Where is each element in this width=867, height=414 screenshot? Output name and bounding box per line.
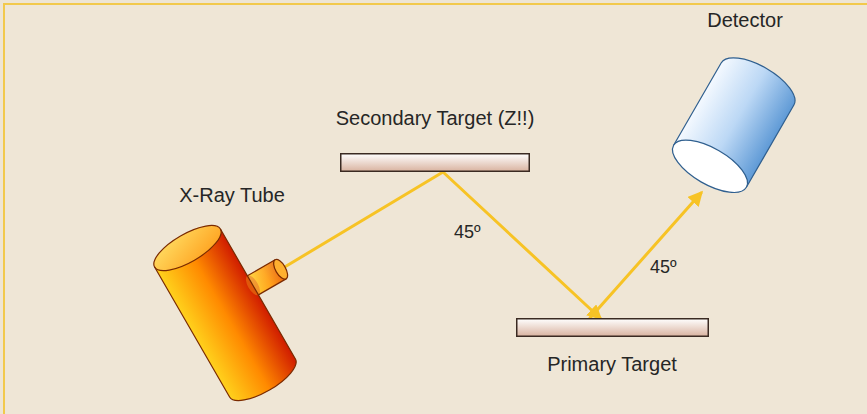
angle-label: 45º — [452, 221, 483, 243]
primary-target-shape — [516, 318, 709, 337]
x-ray-beam — [283, 172, 443, 268]
node-label: Secondary Target (Z!!) — [336, 106, 535, 130]
secondary-target-shape — [340, 153, 530, 172]
detector-shape — [640, 33, 810, 203]
x-ray-beam — [590, 193, 701, 318]
primary-target: Primary Target — [496, 318, 729, 380]
node-label: Primary Target — [547, 352, 677, 376]
node-label: X-Ray Tube — [179, 183, 285, 207]
x-ray-tube-shape — [150, 213, 330, 408]
detector: Detector — [640, 5, 810, 205]
node-label: Detector — [707, 8, 783, 32]
x-ray-beam — [443, 172, 600, 318]
secondary-target: Secondary Target (Z!!) — [300, 106, 570, 176]
x-ray-tube: X-Ray Tube — [150, 183, 330, 408]
angle-label: 45º — [648, 256, 679, 278]
